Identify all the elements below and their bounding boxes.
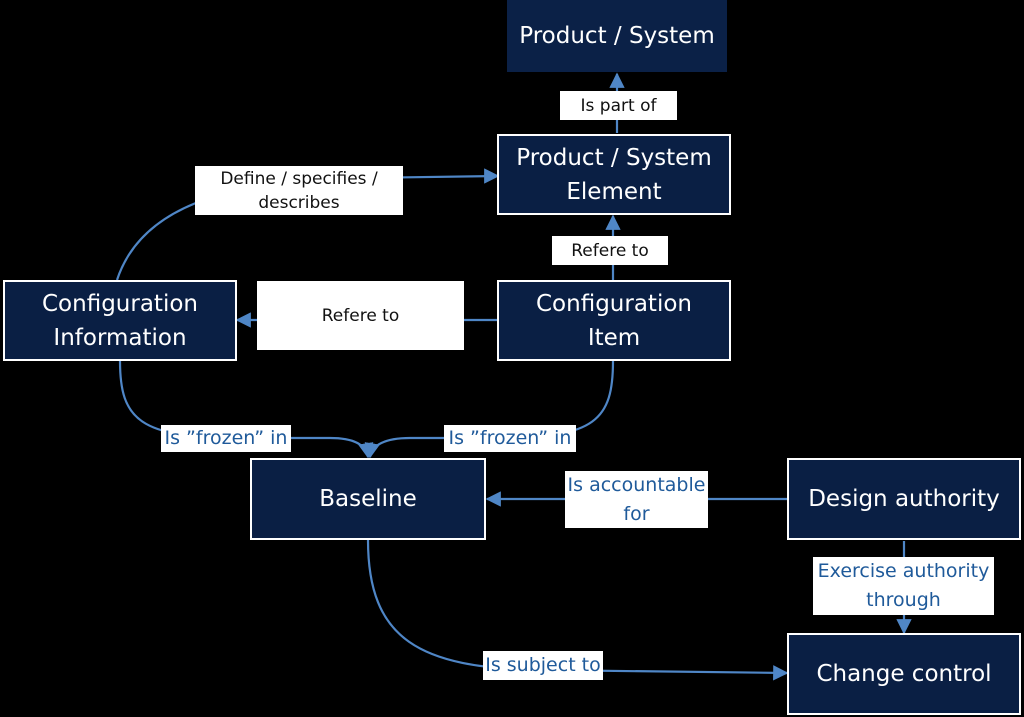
node-configuration-item: Configuration Item xyxy=(497,280,731,361)
label-frozen-in-left: Is ”frozen” in xyxy=(161,425,291,452)
node-change-control: Change control xyxy=(787,633,1021,715)
label-frozen-in-right: Is ”frozen” in xyxy=(444,425,576,452)
node-product-system-element: Product / System Element xyxy=(497,134,731,215)
node-product-system: Product / System xyxy=(507,0,727,72)
label-refere-to-left: Refere to xyxy=(257,281,464,350)
label-is-subject-to: Is subject to xyxy=(483,651,603,680)
label-define-specifies-describes: Define / specifies / describes xyxy=(195,166,403,215)
node-design-authority: Design authority xyxy=(787,458,1021,540)
node-baseline: Baseline xyxy=(250,458,486,540)
label-refere-to-up: Refere to xyxy=(552,236,668,265)
label-exercise-authority-through: Exercise authority through xyxy=(813,557,994,615)
label-is-part-of: Is part of xyxy=(560,91,677,120)
label-is-accountable-for: Is accountable for xyxy=(565,471,708,528)
node-configuration-information: Configuration Information xyxy=(3,280,237,361)
